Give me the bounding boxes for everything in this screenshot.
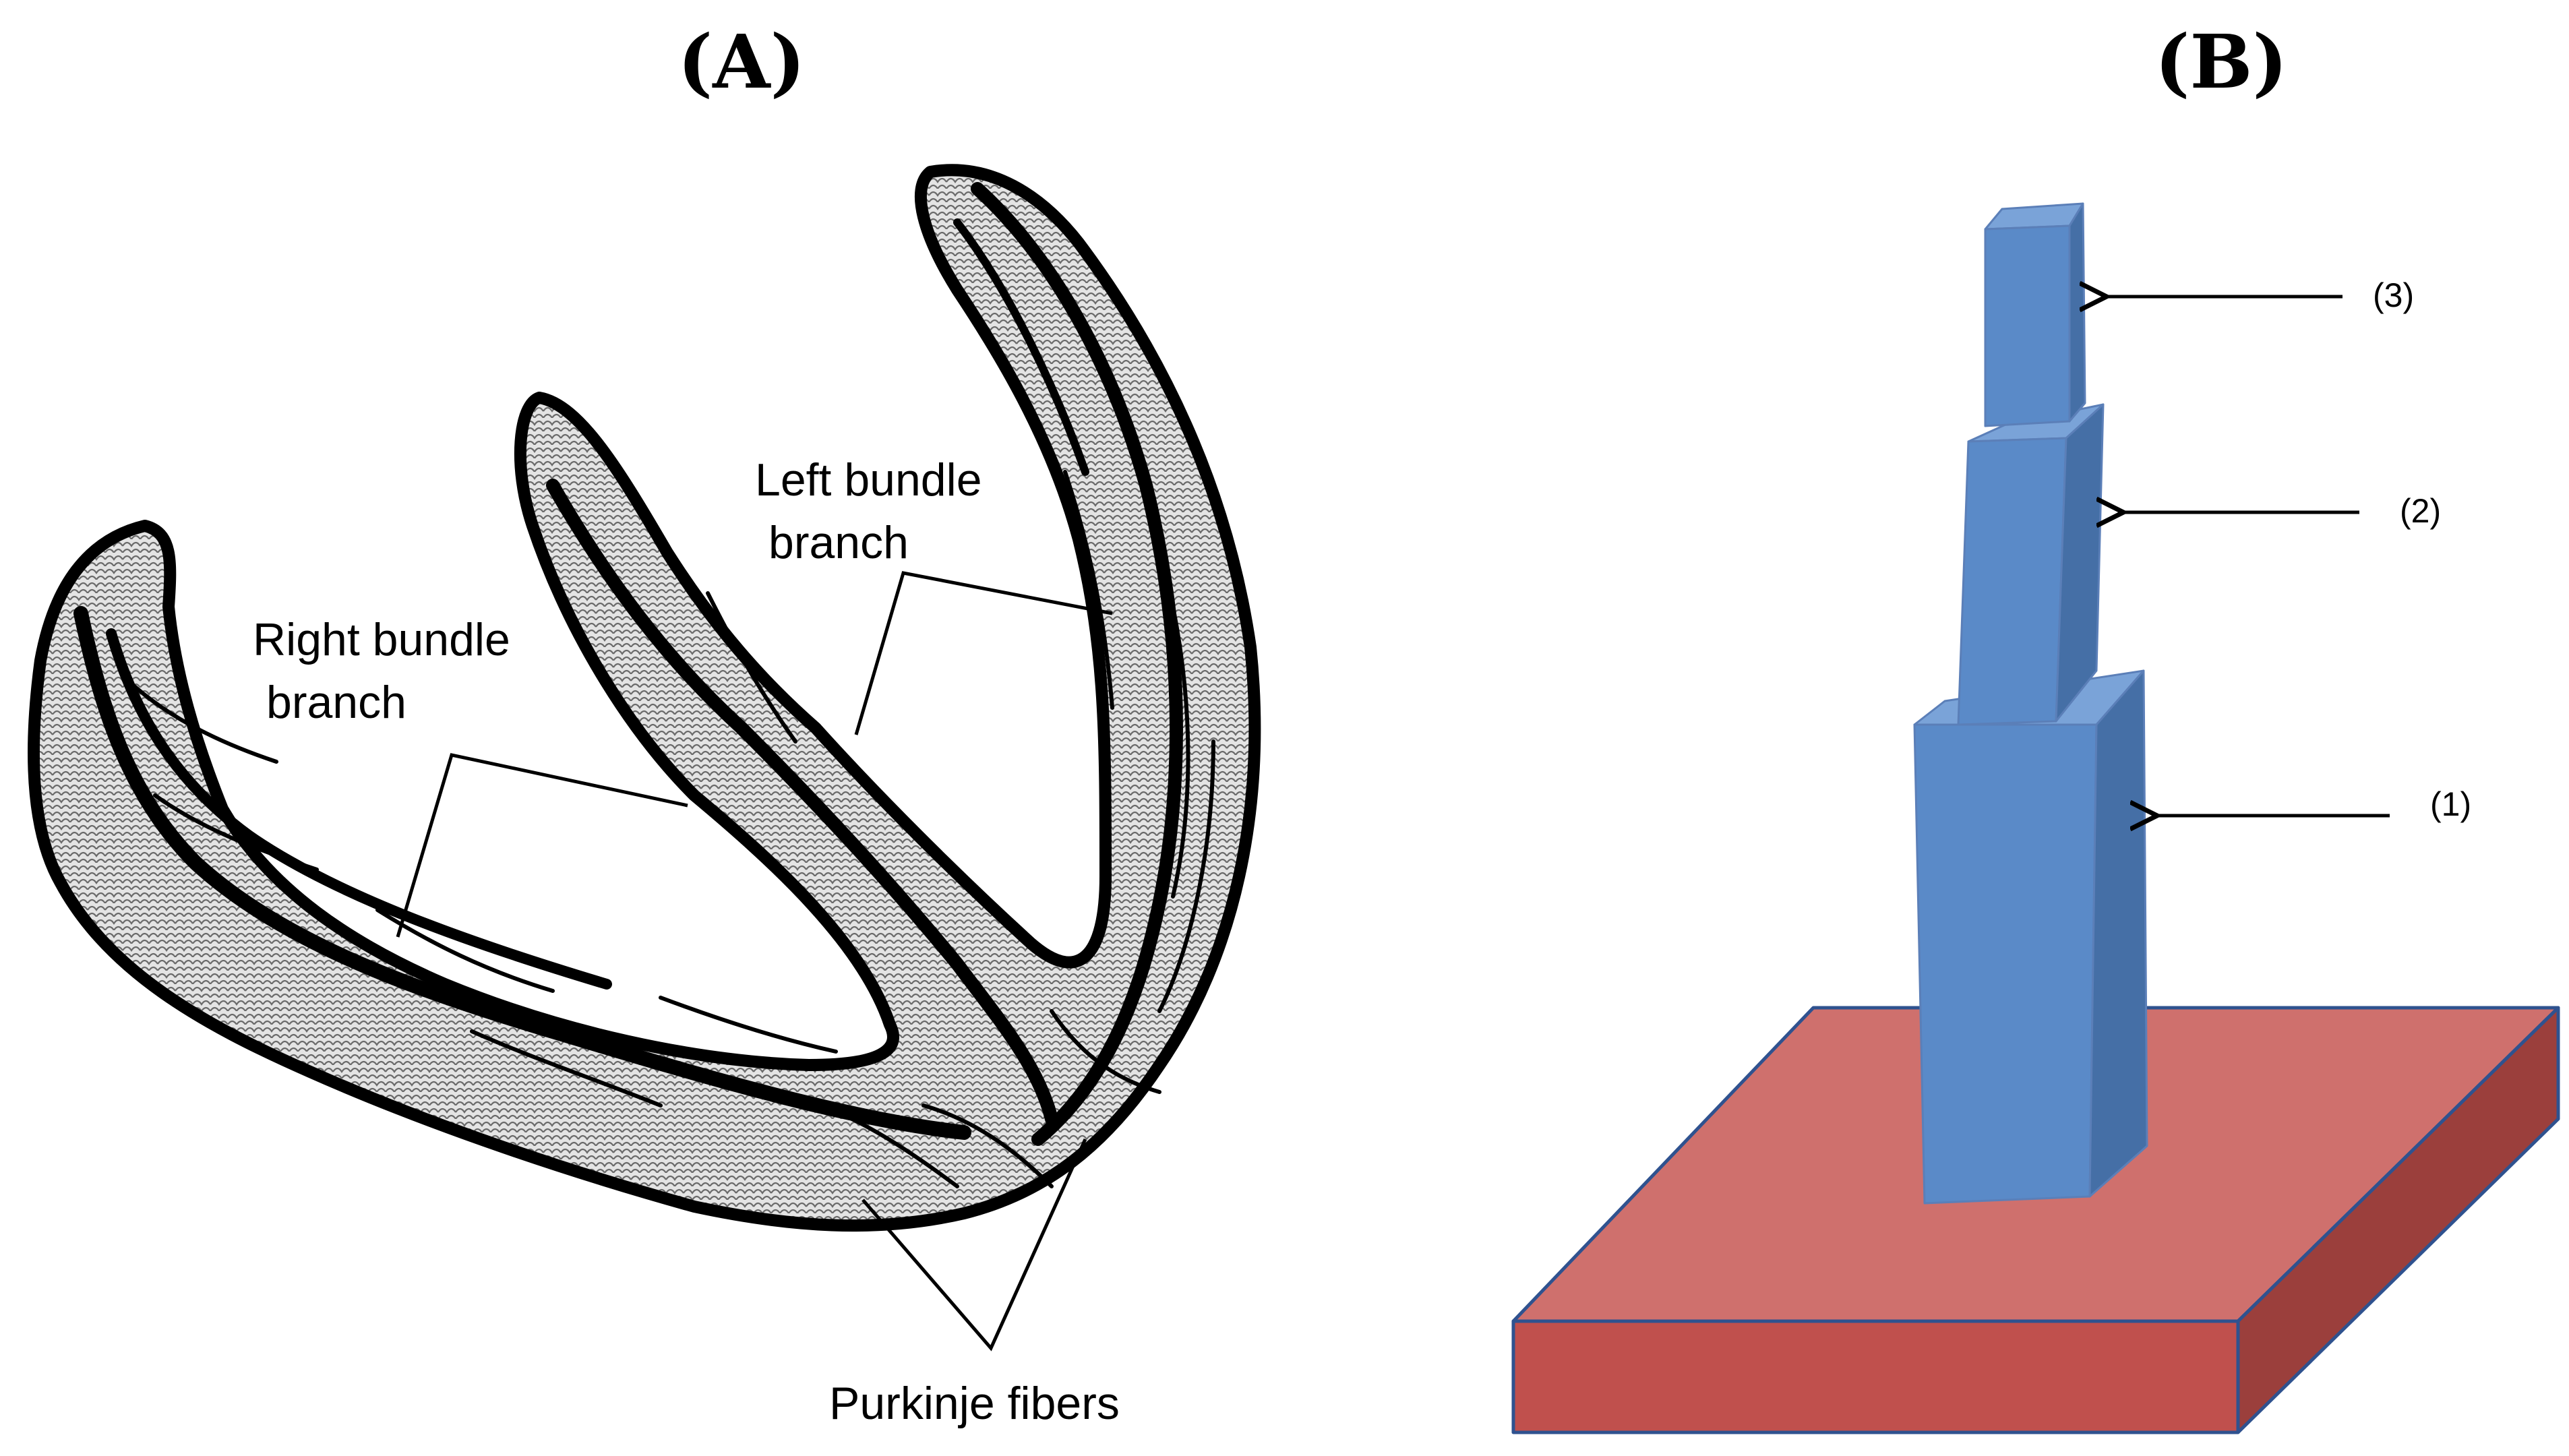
purkinje-leader xyxy=(862,1138,1087,1352)
bundle-line-right xyxy=(73,606,971,1140)
panel-a-title: (A) xyxy=(677,18,805,105)
conduction-system-shape xyxy=(28,164,1261,1232)
panel-b-title: (B) xyxy=(2154,18,2287,105)
left-bundle-leader xyxy=(854,571,1113,735)
panel-a: (A) xyxy=(28,18,1261,1429)
bundle-line-left xyxy=(971,182,1183,1146)
column-tier-2 xyxy=(1957,403,2105,726)
bundle-line-right-inner xyxy=(106,628,612,990)
tier-1-front xyxy=(1913,723,2098,1205)
tier-2-front xyxy=(1957,437,2067,726)
base-slab-side xyxy=(2236,1006,2560,1434)
right-bundle-label-line1: Right bundle xyxy=(253,614,510,665)
tier-2-side xyxy=(2055,403,2105,723)
tier-1-side xyxy=(2088,669,2148,1198)
base-slab-front xyxy=(1511,1319,2240,1434)
leader-lines xyxy=(396,571,1113,1352)
purkinje-fiber-lines xyxy=(119,470,1215,1188)
right-bundle-leader xyxy=(396,753,688,938)
bundle-line-septal xyxy=(546,479,1058,1126)
column-tier-1 xyxy=(1913,669,2148,1205)
bundle-line-left-inner xyxy=(953,218,1089,476)
tier-1-tag: (1) xyxy=(2430,785,2471,823)
tier-arrows xyxy=(2107,297,2390,816)
tier-2-tag: (2) xyxy=(2400,492,2441,530)
left-bundle-label-line1: Left bundle xyxy=(755,454,982,506)
right-bundle-label-line2: branch xyxy=(266,677,406,728)
purkinje-label: Purkinje fibers xyxy=(829,1378,1120,1429)
tier-3-side xyxy=(2068,202,2086,423)
heart-conduction-outline xyxy=(28,164,1261,1232)
tier-3-front xyxy=(1984,224,2071,427)
panel-b: (B) ( xyxy=(1511,18,2560,1434)
left-bundle-label-line2: branch xyxy=(768,517,909,568)
column-tier-3 xyxy=(1984,202,2086,427)
tier-3-tag: (3) xyxy=(2373,276,2414,314)
